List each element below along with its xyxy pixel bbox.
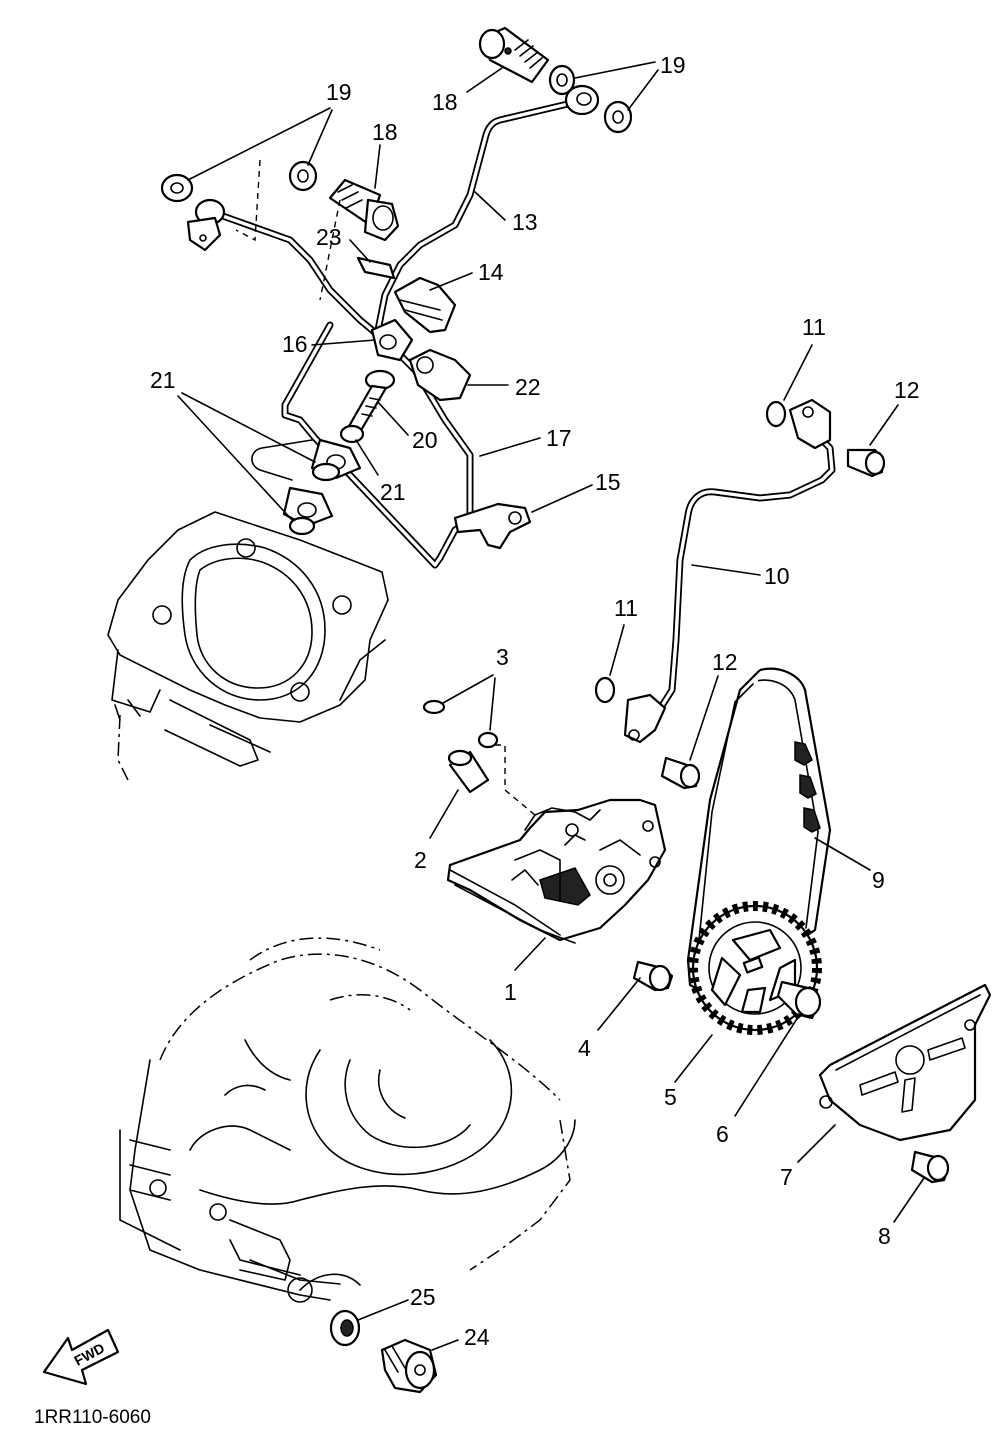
oil-pipe-10 <box>641 434 836 716</box>
union-bolt-18-left <box>328 178 400 242</box>
leader-lines <box>177 61 925 1351</box>
washer-21-b <box>311 462 341 482</box>
cover-plate-7 <box>818 983 992 1142</box>
callout-17: 17 <box>546 425 572 451</box>
callout-18-left: 18 <box>372 119 398 145</box>
callout-16: 16 <box>282 331 308 357</box>
bolt-4 <box>632 960 674 992</box>
forward-direction-arrow: FWD <box>42 1328 120 1386</box>
callout-13: 13 <box>512 209 538 235</box>
pipe-bracket-15 <box>453 502 532 550</box>
o-ring-11-top <box>765 400 787 428</box>
callout-22: 22 <box>515 374 541 400</box>
o-ring-3-a <box>422 699 446 715</box>
pipe-loop <box>251 439 313 481</box>
callout-15: 15 <box>595 469 621 495</box>
oil-delivery-pipe-13 <box>374 99 576 334</box>
callout-1: 1 <box>504 979 517 1005</box>
washer-19-c <box>160 173 194 203</box>
callout-20: 20 <box>412 427 438 453</box>
callout-8: 8 <box>878 1223 891 1249</box>
washer-21-top <box>339 424 365 444</box>
washer-19-a <box>548 64 576 96</box>
callout-21-right: 21 <box>380 479 406 505</box>
callout-25: 25 <box>410 1284 436 1310</box>
cylinder-head-outline <box>107 511 389 781</box>
reference-dash-lines <box>235 159 536 816</box>
callout-4: 4 <box>578 1035 591 1061</box>
oil-pump-assembly-1 <box>446 798 667 944</box>
callout-12-top: 12 <box>894 377 920 403</box>
oil-pump-drive-chain-9 <box>686 667 832 991</box>
bolt-8 <box>910 1150 950 1184</box>
pipe-clamp-22 <box>408 348 472 402</box>
o-ring-3-b <box>477 731 499 749</box>
washer-21-c <box>288 516 316 536</box>
callout-19-right: 19 <box>660 52 686 78</box>
callout-14: 14 <box>478 259 504 285</box>
callout-11-bottom: 11 <box>614 595 638 621</box>
pipe-clip-23 <box>356 256 396 280</box>
pipe-banjo-end-right <box>564 84 600 116</box>
bolt-6 <box>776 980 822 1020</box>
callout-2: 2 <box>414 847 427 873</box>
callout-6: 6 <box>716 1121 729 1147</box>
callout-9: 9 <box>872 867 885 893</box>
washer-19-d <box>288 160 318 192</box>
pipe-flange-top <box>788 398 832 450</box>
dowel-pin-2 <box>447 749 490 794</box>
drain-bolt-24 <box>380 1338 438 1394</box>
callout-labels: 19 18 19 18 13 23 14 16 22 20 17 21 21 1… <box>150 52 920 1350</box>
bolt-20 <box>346 369 396 434</box>
crankcase-outline <box>119 937 576 1303</box>
callout-5: 5 <box>664 1084 677 1110</box>
union-bolt-18-top <box>478 26 550 84</box>
callout-3: 3 <box>496 644 509 670</box>
callout-18-top: 18 <box>432 89 458 115</box>
oil-delivery-pipe-17 <box>216 211 474 569</box>
washer-19-b <box>603 100 633 134</box>
callout-24: 24 <box>464 1324 490 1350</box>
pipe-banjo-end-left <box>186 198 226 252</box>
callout-23: 23 <box>316 224 342 250</box>
callout-10: 10 <box>764 563 790 589</box>
o-ring-11-bottom <box>594 676 616 704</box>
callout-21-left: 21 <box>150 367 176 393</box>
pipe-clamp-14 <box>393 276 457 334</box>
washer-25 <box>329 1309 361 1347</box>
callout-11-top: 11 <box>802 314 826 340</box>
pipe-flange-bottom <box>623 693 667 744</box>
callout-19-left: 19 <box>326 79 352 105</box>
diagram-code: 1RR110-6060 <box>34 1407 151 1428</box>
callout-7: 7 <box>780 1164 793 1190</box>
bolt-12-top <box>846 448 886 478</box>
pipe-bracket-16 <box>370 318 414 362</box>
union-nut-21-b <box>282 486 334 528</box>
callout-12-bottom: 12 <box>712 649 738 675</box>
bolt-12-bottom <box>660 756 701 790</box>
